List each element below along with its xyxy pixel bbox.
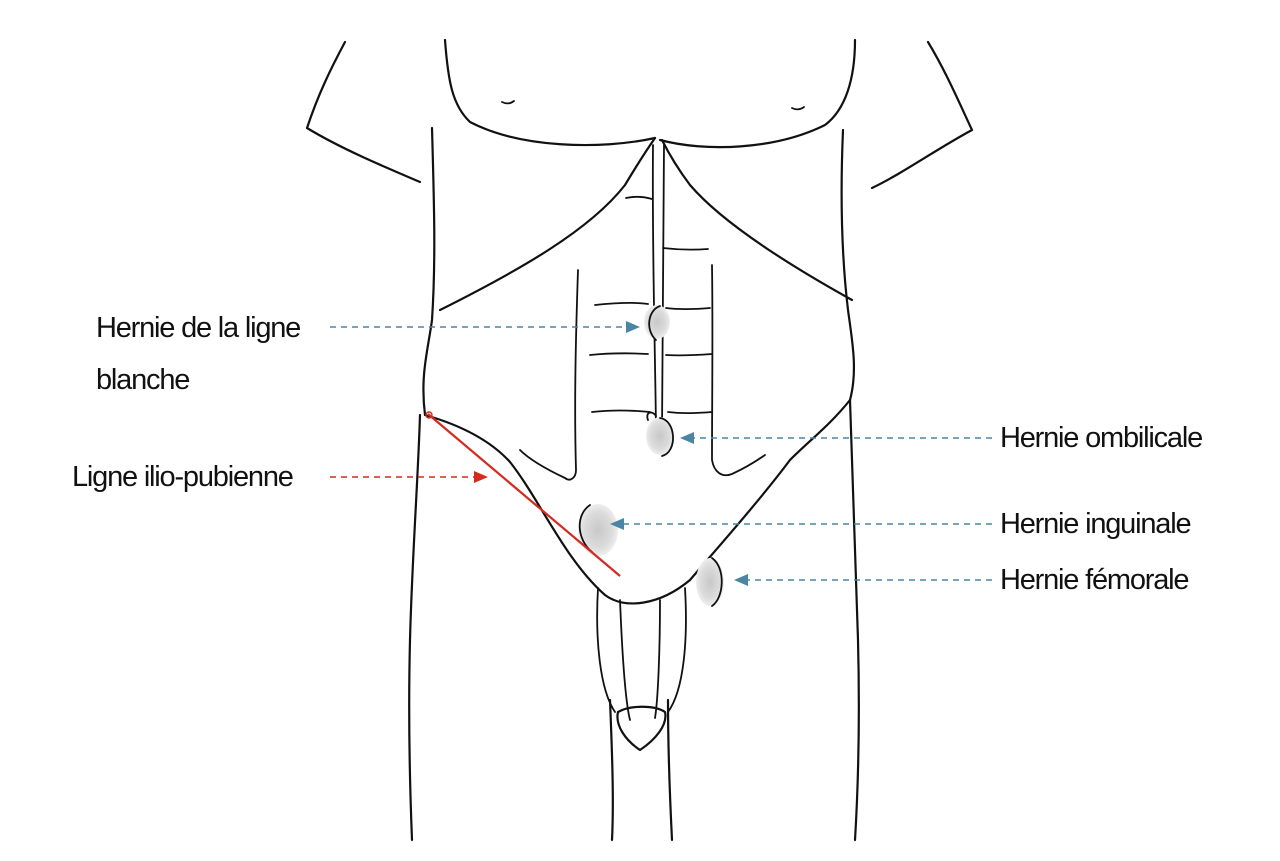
pelvis-outline — [423, 398, 852, 605]
hernia-ligne-blanche-bulge — [644, 305, 670, 339]
genitals-outline — [596, 587, 687, 752]
hernia-inguinale-bulge — [578, 504, 618, 556]
label-hernie-inguinale: Hernie inguinale — [1000, 508, 1192, 540]
label-ligne-ilio-pubienne: Ligne ilio-pubienne — [72, 461, 294, 493]
label-hernie-ombilicale: Hernie ombilicale — [1000, 422, 1203, 454]
legs-outline — [408, 398, 860, 842]
label-hernie-ligne-blanche: Hernie de la ligne blanche — [96, 302, 301, 406]
torso-sides — [422, 126, 856, 417]
ilio-pubic-line — [427, 413, 621, 577]
hernia-bulges — [578, 305, 724, 607]
label-hernie-femorale: Hernie fémorale — [1000, 564, 1190, 596]
label-hernie-ligne-blanche-line2: blanche — [96, 364, 190, 396]
abdominal-muscles — [519, 144, 766, 481]
hernia-ombilicale-bulge — [646, 417, 674, 455]
shoulders-arms — [305, 40, 974, 190]
label-hernie-ligne-blanche-line1: Hernie de la ligne — [96, 312, 301, 344]
hernia-femorale-bulge — [696, 558, 724, 606]
rib-cage — [438, 136, 854, 312]
chest-outline — [443, 38, 857, 149]
